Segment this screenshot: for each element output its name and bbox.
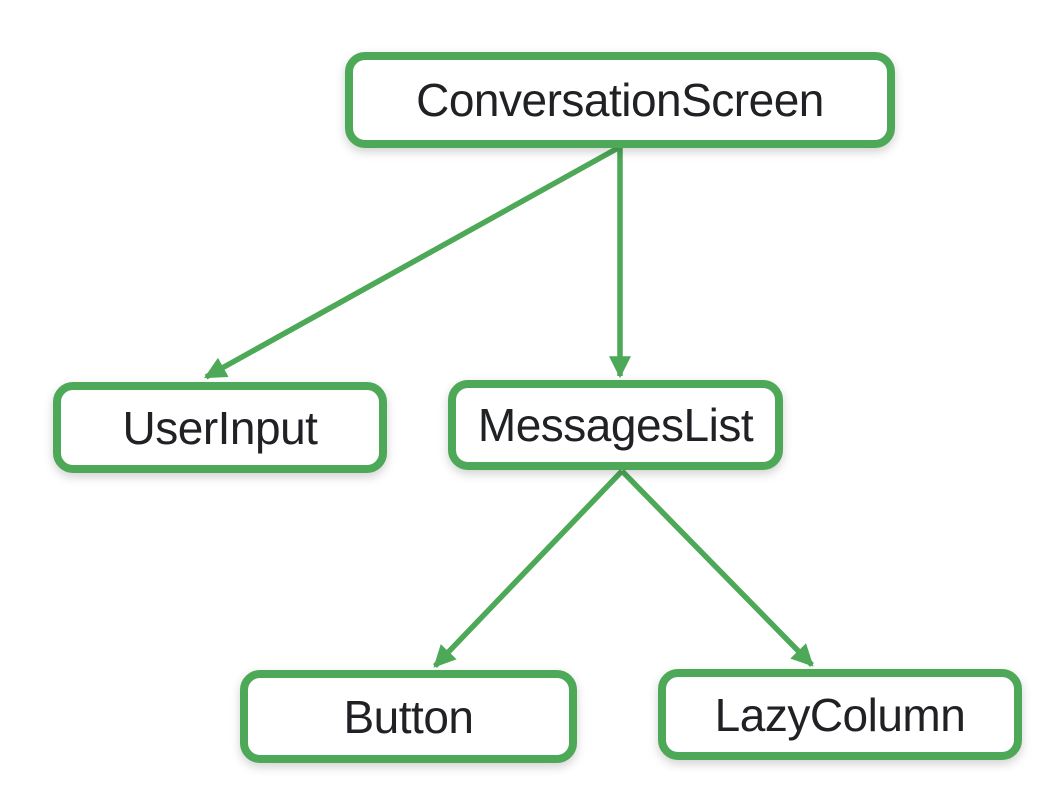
node-messageslist-label: MessagesList bbox=[477, 399, 754, 451]
edge-conversationscreen-to-userinput bbox=[204, 145, 620, 380]
edge-messageslist-to-lazycolumn bbox=[620, 469, 814, 667]
node-button: Button bbox=[240, 670, 577, 763]
node-lazycolumn-label: LazyColumn bbox=[714, 688, 966, 741]
node-userinput-label: UserInput bbox=[122, 401, 318, 454]
node-button-label: Button bbox=[343, 690, 475, 743]
node-messageslist: MessagesList bbox=[448, 380, 783, 470]
node-conversationscreen-label: ConversationScreen bbox=[416, 74, 824, 126]
edge-messageslist-to-button bbox=[433, 469, 624, 668]
node-conversationscreen: ConversationScreen bbox=[345, 52, 895, 148]
node-lazycolumn: LazyColumn bbox=[658, 669, 1022, 760]
node-userinput: UserInput bbox=[53, 382, 387, 473]
